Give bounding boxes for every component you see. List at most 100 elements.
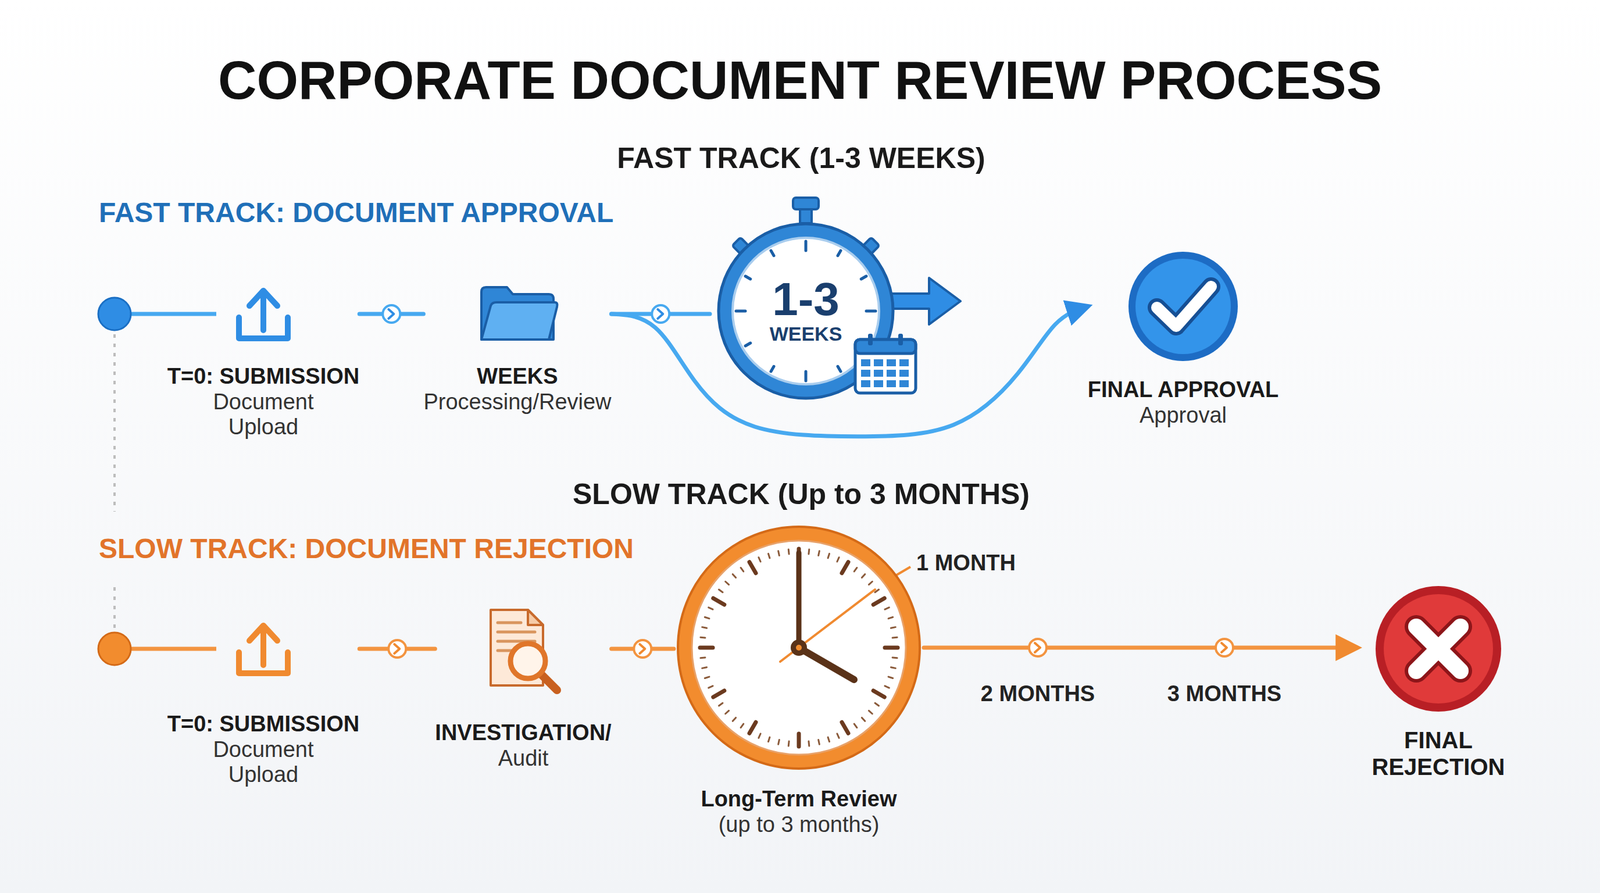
node-heading: Long-Term Review	[700, 786, 897, 813]
clock-icon	[725, 581, 730, 585]
flow-chevron	[388, 309, 394, 319]
doc-icon	[497, 621, 521, 625]
stopwatch-icon	[770, 250, 774, 256]
check-icon	[1135, 258, 1231, 355]
stopwatch-icon	[745, 343, 751, 346]
dotted-connector	[113, 334, 116, 512]
audit-step: INVESTIGATION/Audit	[434, 605, 612, 771]
folder-icon	[481, 302, 558, 340]
start-dot	[98, 297, 131, 331]
node-caption: (up to 3 months)	[718, 812, 880, 838]
stopwatch-icon	[868, 333, 873, 346]
stopwatch-icon	[861, 276, 867, 280]
clock-icon	[873, 598, 885, 605]
clock-icon	[691, 540, 906, 755]
node-caption: Document Upload	[190, 389, 337, 441]
doc-icon	[482, 605, 564, 693]
cross-icon	[1383, 594, 1494, 704]
stopwatch-icon	[886, 359, 896, 367]
node-heading: 1-3	[772, 276, 840, 323]
clock-icon	[790, 639, 807, 656]
clock-icon	[861, 574, 865, 578]
flow-chevron	[633, 640, 652, 658]
clock-icon	[888, 676, 894, 678]
upload-icon	[228, 279, 299, 349]
stopwatch-icon	[718, 223, 894, 399]
doc-icon	[510, 643, 546, 679]
stopwatch-icon	[899, 369, 909, 377]
clock-icon	[807, 549, 810, 555]
clock-icon	[718, 702, 723, 706]
upload-icon	[249, 625, 278, 666]
clock-icon	[854, 723, 857, 728]
node-heading: FINAL REJECTION	[1356, 726, 1520, 781]
check-icon	[1125, 248, 1242, 365]
clock-icon	[884, 686, 889, 688]
clock-icon	[732, 574, 736, 578]
clock-icon	[890, 627, 896, 629]
check-icon	[1156, 286, 1212, 327]
clock-icon	[718, 589, 723, 593]
stopwatch-icon	[899, 380, 909, 388]
flow-chevron	[657, 309, 663, 319]
clock-icon	[778, 739, 780, 745]
clock-icon	[884, 645, 898, 650]
clock-icon	[892, 656, 898, 659]
node-heading: T=0: SUBMISSION	[167, 711, 360, 738]
clock-icon	[700, 645, 713, 650]
flow-chevron	[1221, 643, 1227, 653]
stopwatch-icon	[873, 359, 884, 367]
clock-icon	[780, 589, 875, 662]
clock-icon	[797, 733, 802, 747]
flow-chevron	[388, 640, 406, 658]
clock-icon	[704, 616, 710, 619]
stopwatch-icon	[866, 309, 876, 313]
clock-icon	[890, 667, 896, 669]
node-heading: FINAL APPROVAL	[1087, 377, 1280, 403]
submission-step: T=0: SUBMISSIONDocument Upload	[167, 279, 360, 441]
diagram-title: CORPORATE DOCUMENT REVIEW PROCESS	[0, 51, 1600, 110]
clock-icon	[796, 552, 802, 648]
node-caption: Processing/Review	[423, 389, 612, 416]
clock-icon	[704, 676, 710, 678]
stopwatch-icon	[873, 369, 884, 377]
doc-icon	[490, 609, 557, 691]
node-heading: T=0: SUBMISSION	[167, 363, 360, 390]
clock-icon	[677, 526, 920, 769]
section-heading: SLOW TRACK (Up to 3 MONTHS)	[572, 478, 1030, 511]
clock-icon	[818, 551, 820, 556]
node-caption: Audit	[498, 745, 549, 772]
stopwatch-icon	[873, 380, 884, 388]
clock-icon	[677, 526, 920, 769]
time-marker: 2 MONTHS	[980, 681, 1095, 707]
clock-icon	[700, 636, 706, 639]
flow-chevron	[1034, 643, 1041, 653]
upload-icon	[238, 625, 288, 674]
doc-icon	[527, 609, 544, 625]
clock-icon	[713, 598, 725, 605]
stopwatch-icon	[855, 333, 916, 394]
upload-icon	[249, 290, 278, 331]
clock-icon	[798, 647, 855, 680]
node-caption: Document Upload	[190, 737, 337, 788]
stopwatch-icon	[899, 359, 909, 367]
clock-icon	[778, 551, 780, 556]
clock-icon	[725, 710, 730, 714]
stopwatch-arrow	[883, 277, 961, 325]
stopwatch-timer: 1-3WEEKS	[709, 215, 902, 407]
cross-icon	[1374, 584, 1503, 713]
clock-icon	[740, 723, 744, 728]
stopwatch-icon	[855, 339, 916, 394]
track-heading: SLOW TRACK: DOCUMENT REJECTION	[98, 533, 634, 565]
stopwatch-icon	[837, 250, 841, 256]
flow-chevron	[394, 644, 400, 654]
clock-icon	[749, 562, 756, 574]
doc-icon	[540, 673, 557, 691]
flow-chevron	[639, 644, 645, 654]
check-icon	[1156, 286, 1212, 327]
clock-icon	[708, 607, 713, 610]
stopwatch-icon	[804, 371, 808, 381]
clock-icon	[787, 549, 791, 555]
clock-icon	[827, 737, 830, 742]
